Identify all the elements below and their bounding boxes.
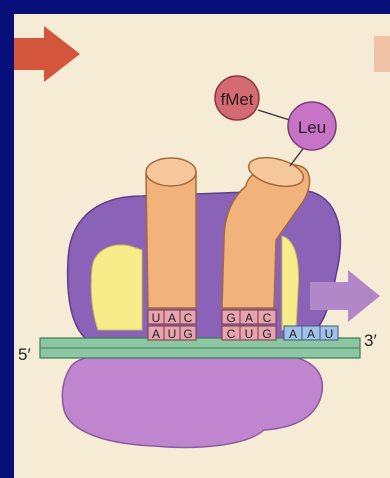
mrna-base-3: G bbox=[183, 327, 192, 341]
mrna-base-2: U bbox=[168, 327, 177, 341]
three-prime-label: 3′ bbox=[364, 331, 377, 350]
mrna-base-9: U bbox=[325, 327, 334, 341]
mrna-codons: A U G C U G A A U bbox=[148, 326, 338, 341]
trna-1-top bbox=[146, 158, 196, 186]
five-prime-label: 5′ bbox=[18, 345, 31, 364]
anticodon-2-base-1: G bbox=[226, 311, 235, 325]
anticodon-1: U A C bbox=[148, 310, 196, 325]
anticodon-2-base-3: C bbox=[263, 311, 272, 325]
mrna-base-1: A bbox=[152, 327, 160, 341]
anticodon-1-base-2: A bbox=[168, 311, 176, 325]
anticodon-1-base-1: U bbox=[152, 311, 161, 325]
anticodon-2: G A C bbox=[222, 310, 276, 325]
anticodon-1-base-3: C bbox=[184, 311, 193, 325]
fmet-label: fMet bbox=[220, 90, 253, 109]
mrna-base-5: U bbox=[245, 327, 254, 341]
mrna-base-7: A bbox=[289, 327, 297, 341]
leu-label: Leu bbox=[298, 118, 326, 137]
mrna-base-6: G bbox=[262, 327, 271, 341]
faded-arrow-icon bbox=[374, 36, 390, 72]
mrna-base-4: C bbox=[227, 327, 236, 341]
mrna-base-8: A bbox=[307, 327, 315, 341]
e-site bbox=[91, 245, 142, 330]
anticodon-2-base-2: A bbox=[245, 311, 253, 325]
